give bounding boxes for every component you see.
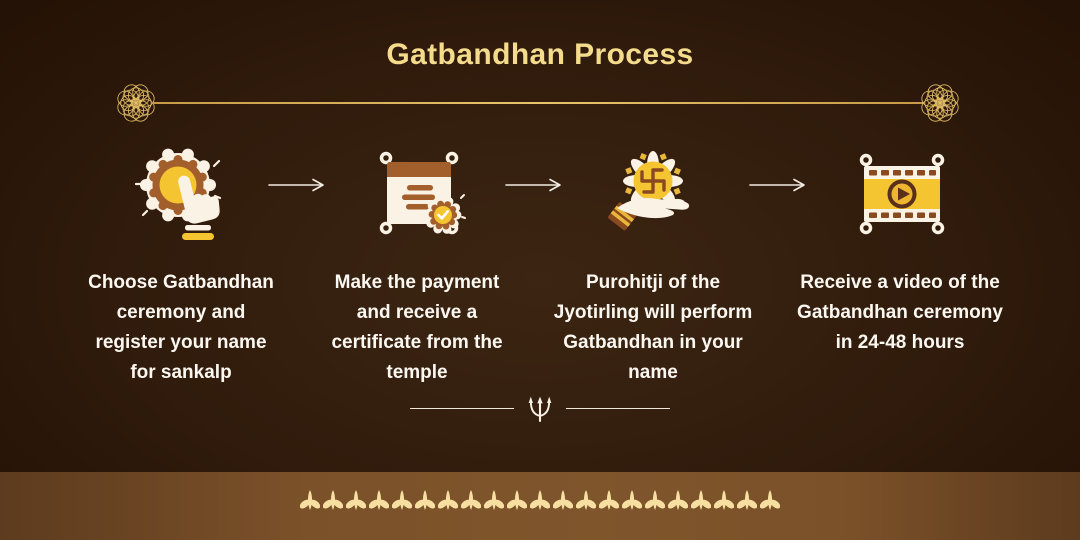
- leaf-icon: [507, 490, 527, 510]
- page-title: Gatbandhan Process: [386, 38, 694, 71]
- divider-line-left: [410, 408, 514, 409]
- video-reel-icon: [780, 140, 1020, 242]
- trishul-icon: [528, 396, 552, 423]
- swastika-hand-icon: [533, 140, 773, 242]
- step-4: Receive a video of the Gatbandhan ceremo…: [780, 140, 1020, 358]
- leaf-icon: [530, 490, 550, 510]
- step-caption: Choose Gatbandhan ceremony and register …: [88, 272, 274, 383]
- leaf-row: [0, 486, 1080, 514]
- arrow-icon: [505, 178, 561, 192]
- trident-divider: [0, 392, 1080, 428]
- mandala-icon: [921, 84, 959, 122]
- leaf-icon: [691, 490, 711, 510]
- leaf-icon: [645, 490, 665, 510]
- hand-click-icon: [61, 140, 301, 242]
- ornamental-divider: [0, 81, 1080, 125]
- bottom-strip: [0, 472, 1080, 540]
- arrow-icon: [749, 178, 805, 192]
- leaf-icon: [369, 490, 389, 510]
- leaf-icon: [668, 490, 688, 510]
- leaf-icon: [415, 490, 435, 510]
- divider-line-right: [566, 408, 670, 409]
- leaf-icon: [346, 490, 366, 510]
- leaf-icon: [300, 490, 320, 510]
- leaf-icon: [576, 490, 596, 510]
- arrow-icon: [268, 178, 324, 192]
- step-caption: Make the payment and receive a certifica…: [331, 272, 503, 383]
- leaf-icon: [392, 490, 412, 510]
- leaf-icon: [714, 490, 734, 510]
- leaf-icon: [323, 490, 343, 510]
- step-1: Choose Gatbandhan ceremony and register …: [61, 140, 301, 388]
- step-3: Purohitji of the Jyotirling will perform…: [533, 140, 773, 388]
- leaf-icon: [760, 490, 780, 510]
- certificate-icon: [297, 140, 537, 242]
- step-caption: Receive a video of the Gatbandhan ceremo…: [797, 272, 1003, 353]
- leaf-icon: [622, 490, 642, 510]
- leaf-icon: [484, 490, 504, 510]
- leaf-icon: [737, 490, 757, 510]
- leaf-icon: [553, 490, 573, 510]
- divider-line: [152, 102, 924, 104]
- step-2: Make the payment and receive a certifica…: [297, 140, 537, 388]
- leaf-icon: [438, 490, 458, 510]
- leaf-icon: [599, 490, 619, 510]
- leaf-icon: [461, 490, 481, 510]
- step-caption: Purohitji of the Jyotirling will perform…: [553, 272, 753, 383]
